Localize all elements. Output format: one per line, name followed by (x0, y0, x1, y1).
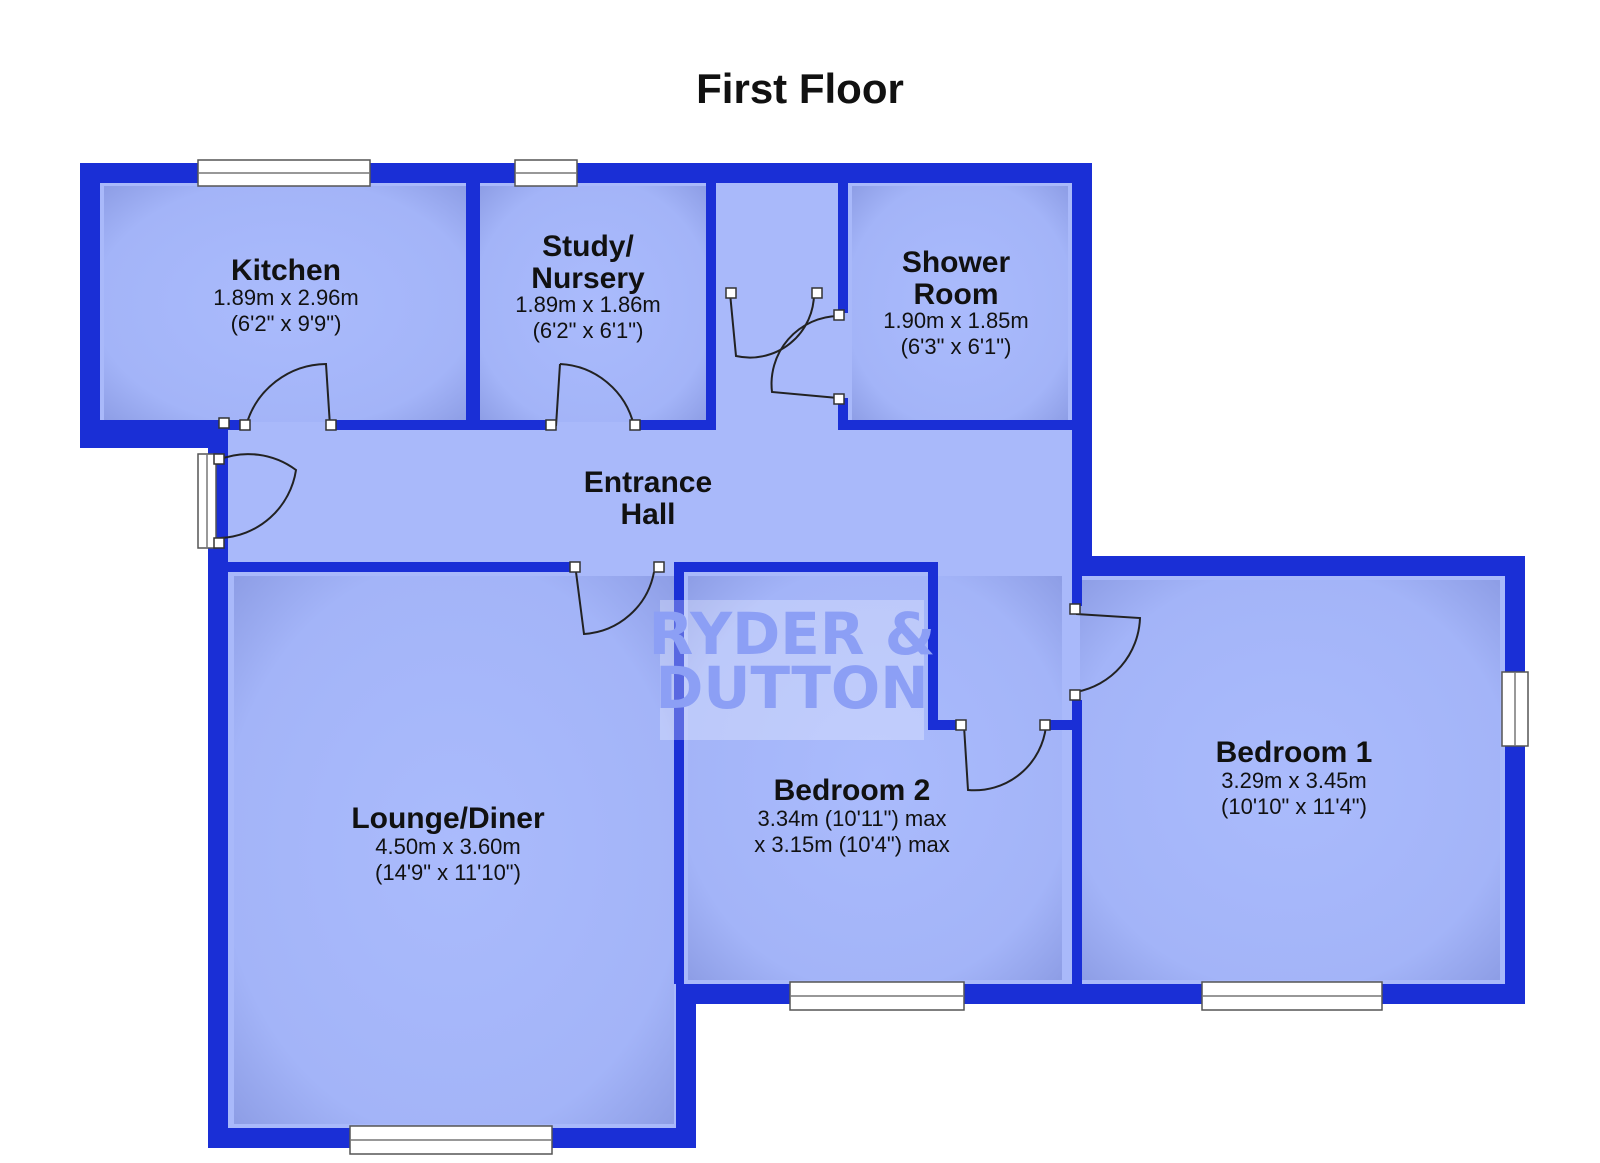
kitchen-floor (104, 186, 466, 422)
interior-walls (100, 183, 1082, 984)
doors (217, 292, 1142, 792)
bedroom2-label: Bedroom 2 3.34m (10'11") max x 3.15m (10… (754, 774, 949, 857)
room-panels (104, 186, 1500, 1124)
hall-label: Entrance Hall (584, 466, 712, 531)
windows (197, 159, 1529, 1155)
cupboard-door (729, 292, 816, 359)
shower-door (770, 315, 839, 399)
study-label: Study/ Nursery 1.89m x 1.86m (6'2" x 6'1… (515, 230, 661, 343)
room-name-line-2: Room (914, 278, 999, 311)
bedroom1-floor (1080, 580, 1500, 980)
room-dimension-imperial: (6'2" x 9'9") (231, 311, 342, 336)
room-dimension-metric: 1.90m x 1.85m (883, 308, 1029, 333)
shower-floor (852, 186, 1068, 422)
room-dimension-imperial: (6'2" x 6'1") (533, 318, 644, 343)
room-name: Kitchen (231, 254, 341, 287)
room-dimension-line-2: x 3.15m (10'4") max (754, 832, 949, 857)
kitchen-window (197, 159, 371, 187)
room-dimension-metric: 3.29m x 3.45m (1221, 768, 1367, 793)
kitchen-label: Kitchen 1.89m x 2.96m (6'2" x 9'9") (213, 254, 359, 336)
room-dimension-imperial: (10'10" x 11'4") (1221, 794, 1367, 819)
room-name-line-2: Hall (620, 498, 675, 531)
lounge-floor (234, 576, 674, 1124)
room-dimension-imperial: (6'3" x 6'1") (901, 334, 1012, 359)
study-floor (480, 186, 706, 422)
watermark-line-2: DUTTON (655, 654, 929, 722)
room-name-line-1: Study/ (542, 230, 634, 263)
bedroom2-floor (688, 576, 1062, 980)
room-name: Bedroom 2 (774, 774, 931, 807)
room-name-line-2: Nursery (531, 262, 645, 295)
kitchen-door (245, 362, 331, 427)
door-jambs (213, 287, 1081, 731)
bedroom1-side-window (1501, 671, 1529, 747)
watermark: RYDER & DUTTON (649, 600, 936, 740)
room-name-line-1: Shower (902, 246, 1011, 279)
bedroom2-window (789, 981, 965, 1011)
lounge-label: Lounge/Diner 4.50m x 3.60m (14'9" x 11'1… (351, 802, 545, 885)
room-name: Lounge/Diner (351, 802, 545, 835)
bedroom1-label: Bedroom 1 3.29m x 3.45m (10'10" x 11'4") (1216, 736, 1373, 819)
room-dimension-metric: 4.50m x 3.60m (375, 834, 521, 859)
bedroom2-door (963, 725, 1047, 792)
shower-label: Shower Room 1.90m x 1.85m (6'3" x 6'1") (883, 246, 1029, 359)
lounge-door (575, 571, 655, 636)
room-dimension-imperial: (14'9" x 11'10") (375, 860, 521, 885)
lounge-window (349, 1125, 553, 1155)
room-dimension-metric: 1.89m x 2.96m (213, 285, 359, 310)
entrance-window (197, 453, 217, 549)
study-door (555, 363, 635, 427)
bedroom1-window (1201, 981, 1383, 1011)
room-dimension-line-1: 3.34m (10'11") max (758, 806, 947, 831)
bedroom1-door (1075, 613, 1142, 693)
watermark-line-1: RYDER & (649, 600, 936, 668)
floor-title: First Floor (696, 65, 904, 112)
room-dimension-metric: 1.89m x 1.86m (515, 292, 661, 317)
room-name: Bedroom 1 (1216, 736, 1373, 769)
room-name-line-1: Entrance (584, 466, 712, 499)
front-door (217, 453, 298, 539)
study-window (514, 159, 578, 187)
